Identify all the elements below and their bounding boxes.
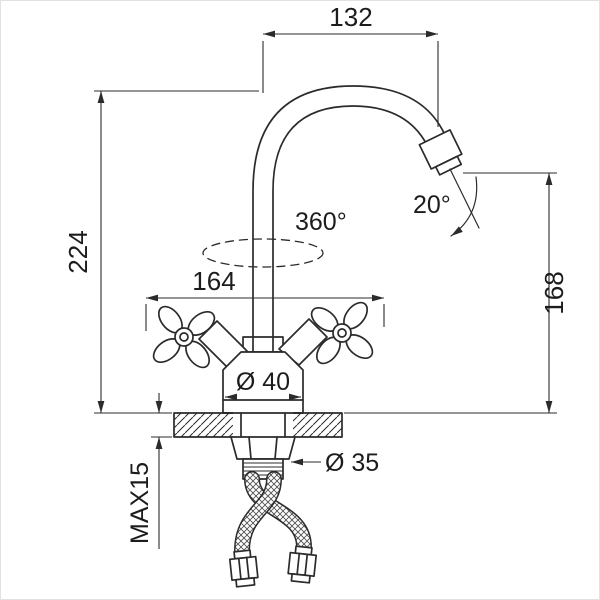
dimension-labels: 132 224 168 164 360° 20° Ø 40 Ø 35 MAX15 [63, 2, 569, 544]
label-spout-reach: 132 [329, 2, 372, 32]
label-overall-height: 224 [63, 230, 93, 273]
dim-spout-height [344, 172, 557, 414]
hose-fitting-right [287, 545, 318, 584]
label-max-thickness: MAX15 [126, 462, 154, 544]
base-hex-collar [242, 336, 284, 353]
label-body-diameter: Ø 40 [236, 368, 290, 396]
aerator [418, 129, 463, 176]
dim-handle-span [145, 294, 385, 331]
label-spout-tilt: 20° [413, 191, 451, 219]
locknut [230, 436, 296, 460]
label-spout-height: 168 [539, 271, 569, 314]
label-shank-diameter: Ø 35 [325, 449, 379, 477]
gooseneck-spout [252, 85, 445, 350]
mounting-deck [173, 412, 343, 438]
label-handle-span: 164 [192, 266, 235, 296]
cross-handle-right [310, 301, 374, 365]
supply-hoses [234, 471, 312, 559]
cross-handle-left [152, 305, 216, 369]
label-swivel-rotation: 360° [295, 208, 347, 236]
swivel-path-ellipse [202, 238, 324, 268]
faucet-figure [152, 85, 480, 588]
dimension-lines [94, 30, 557, 549]
hose-fitting-left [228, 549, 259, 588]
dim-spout-reach [262, 30, 439, 127]
dim-max-thickness [151, 393, 172, 549]
tilt-indicator [449, 168, 480, 237]
